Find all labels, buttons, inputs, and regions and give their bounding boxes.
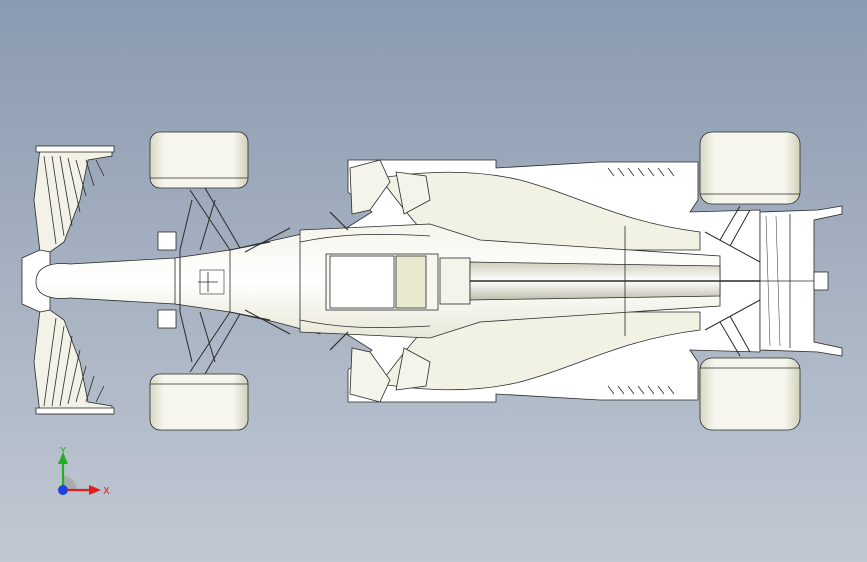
coordinate-triad: Y X [58, 446, 110, 497]
cockpit-and-engine-cover[interactable] [299, 211, 760, 351]
x-axis-label: X [103, 486, 110, 497]
rear-wing[interactable] [759, 205, 843, 357]
front-left-tyre[interactable] [149, 131, 249, 189]
rear-suspension[interactable] [704, 205, 761, 357]
seat [395, 255, 427, 309]
z-axis-dot-icon [58, 485, 68, 495]
front-suspension[interactable] [179, 187, 291, 375]
y-axis-label: Y [59, 446, 67, 457]
front-brake-duct-lower [157, 309, 177, 329]
x-axis-arrow-icon [89, 485, 101, 495]
y-axis-arrow-icon [58, 452, 68, 464]
front-right-tyre[interactable] [149, 373, 249, 431]
nose-cone[interactable] [35, 229, 321, 335]
front-brake-duct-upper [157, 231, 177, 251]
rear-right-tyre[interactable] [699, 357, 801, 431]
rear-left-tyre[interactable] [699, 131, 801, 205]
